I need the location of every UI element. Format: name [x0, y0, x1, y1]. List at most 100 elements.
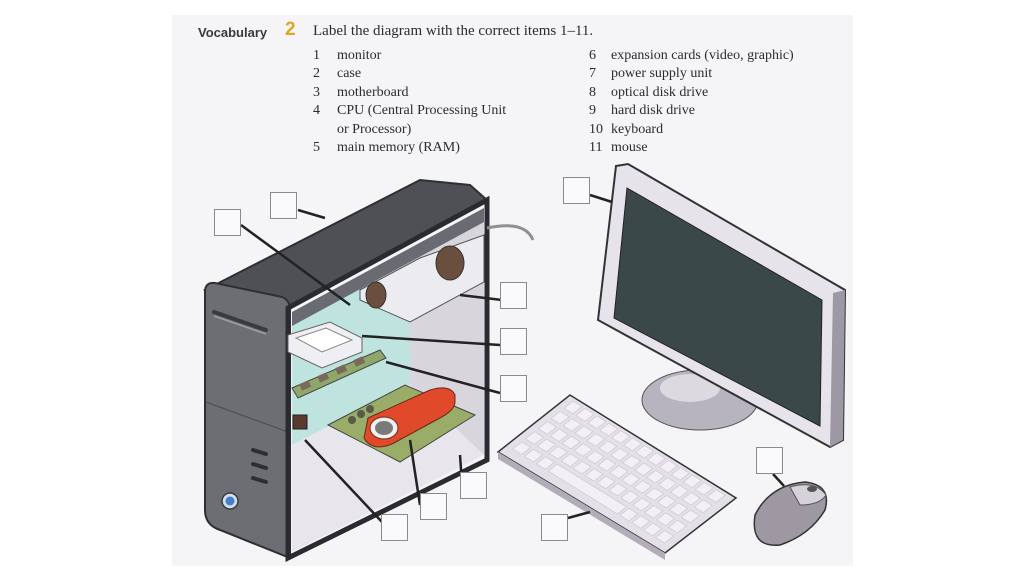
- leader-lines: [240, 193, 785, 523]
- key: [524, 431, 544, 445]
- item-label: monitor: [337, 48, 382, 63]
- item-label: motherboard: [337, 84, 409, 100]
- spacebar-key: [547, 463, 628, 515]
- key: [669, 484, 689, 499]
- optical-disk-drive: [287, 321, 363, 369]
- key: [512, 441, 532, 455]
- answer-box[interactable]: [420, 493, 447, 520]
- item-label: case: [337, 66, 362, 82]
- key: [644, 505, 664, 519]
- key: [632, 497, 652, 512]
- key: [574, 425, 594, 440]
- monitor: [596, 162, 847, 449]
- item-label: expansion cards (video, graphic): [611, 48, 794, 63]
- answer-box[interactable]: [500, 328, 527, 355]
- vocab-item: 3 motherboard: [313, 84, 506, 102]
- item-number: 7: [589, 66, 596, 82]
- key: [599, 422, 619, 437]
- item-number: 4: [313, 103, 320, 119]
- monitor-screen: [613, 187, 823, 427]
- key: [643, 522, 663, 537]
- key: [611, 430, 631, 444]
- key: [631, 515, 651, 529]
- key: [587, 415, 607, 429]
- answer-box[interactable]: [563, 177, 590, 204]
- key: [572, 460, 592, 475]
- vocab-item: 9 hard disk drive: [589, 102, 794, 120]
- answer-box[interactable]: [214, 209, 241, 236]
- ram-module: [291, 349, 387, 399]
- item-label: keyboard: [611, 121, 664, 137]
- key: [623, 437, 643, 452]
- key: [535, 456, 555, 470]
- answer-box[interactable]: [500, 282, 527, 309]
- item-label: optical disk drive: [611, 84, 709, 100]
- answer-box[interactable]: [460, 472, 487, 499]
- key: [635, 445, 655, 459]
- key: [523, 448, 543, 463]
- cpu-chip: [292, 414, 308, 430]
- keyboard-keys: [512, 400, 726, 544]
- key: [563, 400, 583, 415]
- power-cable: [486, 224, 535, 241]
- key: [597, 458, 617, 472]
- item-label: hard disk drive: [611, 103, 695, 119]
- fan-icon: [365, 281, 387, 309]
- answer-box[interactable]: [500, 375, 527, 402]
- key: [655, 530, 675, 544]
- section-label: Vocabulary: [198, 25, 268, 40]
- key: [682, 474, 702, 489]
- item-number: 1: [313, 48, 320, 63]
- item-number: 3: [313, 84, 320, 100]
- key: [634, 462, 654, 477]
- key: [596, 475, 616, 489]
- key: [667, 519, 687, 534]
- key: [681, 492, 701, 506]
- item-number: 11: [589, 140, 603, 156]
- key: [585, 450, 605, 465]
- keyboard: [496, 394, 738, 560]
- mouse: [753, 481, 828, 546]
- vocab-item: 6 expansion cards (video, graphic): [589, 47, 794, 65]
- item-label: or Processor): [337, 121, 412, 137]
- key: [562, 418, 582, 432]
- key: [575, 408, 595, 422]
- item-label: CPU (Central Processing Unit: [337, 103, 507, 119]
- vocab-item: 4 CPU (Central Processing Unit: [313, 102, 506, 120]
- key: [550, 410, 570, 425]
- key: [646, 452, 666, 466]
- answer-box[interactable]: [541, 514, 568, 541]
- answer-box[interactable]: [270, 192, 297, 219]
- key: [706, 489, 726, 503]
- vocab-item-continued: or Processor): [313, 121, 506, 139]
- key: [548, 446, 568, 460]
- power-supply-unit: [359, 224, 535, 323]
- key: [573, 443, 593, 457]
- key: [536, 438, 556, 453]
- key: [608, 482, 628, 497]
- key: [537, 421, 557, 435]
- key: [645, 487, 665, 501]
- key: [619, 507, 639, 522]
- answer-box[interactable]: [756, 447, 783, 474]
- key: [598, 440, 618, 454]
- item-number: 6: [589, 48, 596, 63]
- key: [633, 480, 653, 494]
- item-number: 9: [589, 103, 596, 119]
- key: [658, 459, 678, 474]
- item-number: 8: [589, 84, 596, 100]
- key: [622, 455, 642, 469]
- item-label: main memory (RAM): [337, 140, 460, 156]
- expansion-card: [326, 384, 477, 463]
- key: [694, 481, 714, 496]
- answer-box[interactable]: [381, 514, 408, 541]
- key: [680, 509, 700, 524]
- instruction-text: Label the diagram with the correct items…: [313, 23, 594, 39]
